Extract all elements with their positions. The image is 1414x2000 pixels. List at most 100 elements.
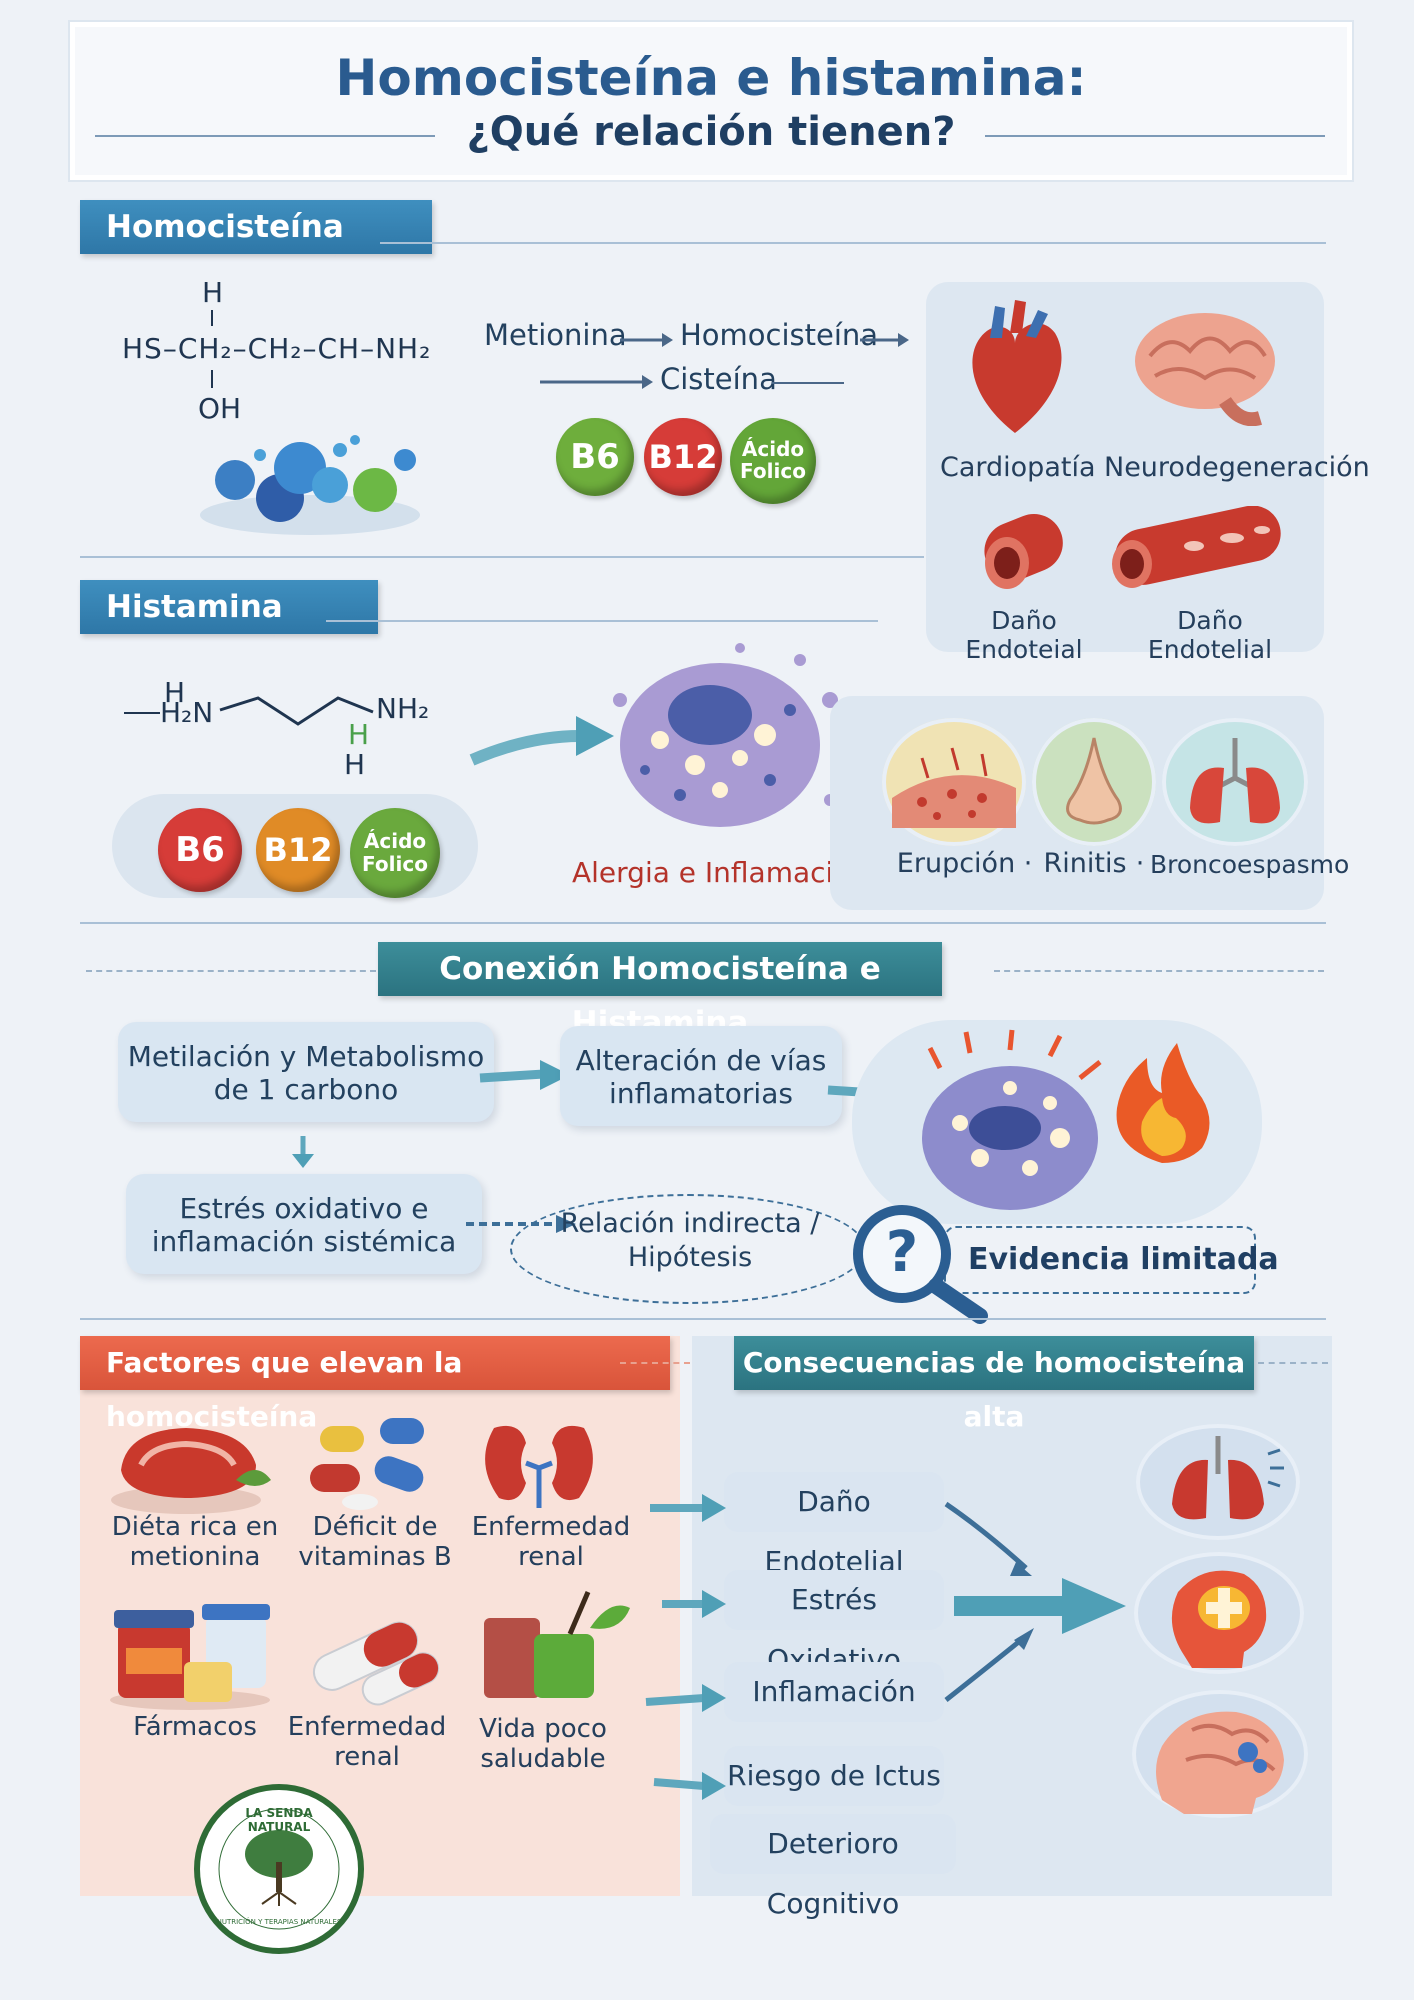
formula-oh: OH <box>198 392 242 425</box>
factor-vida-poco-saludable: Vida poco saludable <box>448 1714 638 1774</box>
factor-deficit-line2: vitaminas B <box>298 1542 452 1572</box>
logo-seal <box>194 1784 364 1954</box>
arrow-icon <box>479 1060 570 1090</box>
factor-dieta-line1: Diéta rica en <box>111 1512 279 1542</box>
brain-cognitive-icon <box>1156 1711 1284 1814</box>
formula-nh2: NH₂ <box>376 692 430 725</box>
box-estres: Estrés oxidativo e inflamación sistémica <box>126 1174 482 1274</box>
nose-icon <box>1032 718 1156 846</box>
converging-arrows-icon <box>944 1501 1126 1702</box>
title-sub: ¿Qué relación tienen? <box>466 109 956 155</box>
heart-icon <box>972 300 1062 433</box>
box-alteracion-line1: Alteración de vías <box>575 1044 827 1077</box>
factor-vida-line1: Vida poco <box>479 1714 607 1744</box>
artery-icon <box>984 513 1063 589</box>
title-divider-right <box>985 135 1325 137</box>
consequence-inflamacion: Inflamación <box>724 1662 944 1722</box>
rash-icon <box>882 718 1026 846</box>
damaged-artery-icon <box>1112 506 1281 588</box>
hypothesis-line2: Hipótesis <box>627 1242 753 1273</box>
symptom-broncoespasmo: Broncoespasmo <box>1150 850 1350 879</box>
tab-histamina-label: Histamina <box>106 589 283 625</box>
tab-conexion: Conexión Homocisteína e Histamina <box>378 942 942 1041</box>
factor-enfermedad-renal-2-line1: Enfermedad <box>287 1712 447 1742</box>
folic-acid-badge: Ácido Folico <box>730 418 816 504</box>
section-divider <box>326 620 878 622</box>
arrow-icon <box>540 375 653 389</box>
separator-dot: · <box>1023 848 1033 879</box>
formula-h-top: H <box>164 676 186 709</box>
factor-dieta-line2: metionina <box>129 1542 261 1572</box>
factor-enfermedad-renal-1-line2: renal <box>518 1542 584 1572</box>
activated-mast-cell-icon <box>922 1029 1102 1210</box>
symptom-rinitis: Rinitis <box>1043 848 1127 879</box>
hypothesis-line1: Relación indirecta / <box>560 1208 820 1239</box>
factor-enfermedad-renal-2-line2: renal <box>334 1742 400 1772</box>
factor-enfermedad-renal-2: Enfermedad renal <box>272 1712 462 1772</box>
tab-homocisteina: Homocisteína <box>80 200 432 254</box>
factor-enfermedad-renal-1: Enfermedad renal <box>456 1512 646 1572</box>
brain-icon <box>1135 313 1275 426</box>
risk-dano-endoteial: Daño Endoteial <box>965 606 1083 664</box>
arrow-icon <box>653 1772 726 1800</box>
section-divider <box>80 556 924 558</box>
section-divider <box>380 242 1326 244</box>
vitamin-b12-badge: B12 <box>644 418 722 496</box>
tab-homocisteina-label: Homocisteína <box>106 209 344 245</box>
medicine-jars-icon <box>110 1604 270 1710</box>
dashed-divider <box>994 970 1324 972</box>
formula-h-bottom: H <box>344 748 366 781</box>
capsules-icon <box>312 1621 440 1706</box>
factor-dieta: Diéta rica en metionina <box>100 1512 290 1572</box>
risk-cardiopatia: Cardiopatía <box>940 452 1096 483</box>
folic-acid-badge: Ácido Folico <box>350 808 440 898</box>
lungs-icon <box>1162 718 1308 846</box>
factor-farmacos: Fármacos <box>100 1712 290 1742</box>
box-alteracion-line2: inflamatorias <box>609 1077 793 1110</box>
factor-deficit: Déficit de vitaminas B <box>280 1512 470 1572</box>
lungs-icon <box>1172 1436 1284 1520</box>
formula-h-top: H <box>202 276 224 309</box>
bond-vertical <box>211 310 213 326</box>
formula-h-mid: H <box>348 718 370 751</box>
section-divider <box>80 1318 1326 1320</box>
title-box: Homocisteína e histamina: ¿Qué relación … <box>70 22 1352 180</box>
title-main: Homocisteína e histamina: <box>335 49 1087 107</box>
formula-h2n: H₂N <box>160 696 214 729</box>
outcome-lungs <box>1136 1424 1300 1540</box>
tab-factores-label: Factores que elevan la homocisteína <box>106 1346 463 1433</box>
pills-icon <box>310 1418 424 1510</box>
factor-deficit-line1: Déficit de <box>312 1512 438 1542</box>
molecule-illustration <box>200 435 420 535</box>
fire-icon <box>1116 1043 1210 1163</box>
meat-icon <box>111 1428 271 1514</box>
dashed-divider <box>86 970 376 972</box>
arrow-icon <box>860 333 909 347</box>
risk-neurodegeneracion: Neurodegeneración <box>1104 452 1370 483</box>
symptom-erupcion: Erupción <box>896 848 1016 879</box>
consequence-riesgo-ictus: Riesgo de Ictus <box>724 1746 944 1806</box>
vitamin-b6-badge: B6 <box>556 418 634 496</box>
factor-farmacos-line1: Fármacos <box>133 1712 257 1742</box>
logo-tree-icon <box>218 1808 340 1930</box>
logo-bottom-text: NUTRICIÓN Y TERAPIAS NATURALES <box>216 1918 342 1926</box>
pathway-metionina: Metionina <box>484 318 627 352</box>
box-metilacion-line2: de 1 carbono <box>213 1073 399 1106</box>
dashed-divider <box>620 1362 690 1364</box>
pathway-cisteina: Cisteína <box>660 362 777 396</box>
tab-consecuencias-label: Consecuencias de homocisteína alta <box>742 1346 1246 1433</box>
formula-chain: HS–CH₂–CH₂–CH–NH₂ <box>122 332 432 365</box>
box-estres-line1: Estrés oxidativo e <box>179 1192 429 1225</box>
consequence-estres-oxidativo: Estrés Oxidativo <box>724 1570 944 1676</box>
title-divider-left <box>95 135 435 137</box>
arrow-icon <box>650 1494 726 1522</box>
unhealthy-drinks-icon <box>484 1591 630 1698</box>
outcome-head-stroke <box>1134 1552 1304 1674</box>
risk-dano-endotelial: Daño Endotelial <box>1147 606 1273 664</box>
box-metilacion: Metilación y Metabolismo de 1 carbono <box>118 1022 494 1122</box>
mast-cell-icon <box>613 643 838 827</box>
logo-top-text: LA SENDA NATURAL <box>245 1806 313 1834</box>
tab-consecuencias: Consecuencias de homocisteína alta <box>734 1336 1254 1433</box>
pathway-line <box>772 382 844 384</box>
factor-vida-line2: saludable <box>480 1744 606 1774</box>
